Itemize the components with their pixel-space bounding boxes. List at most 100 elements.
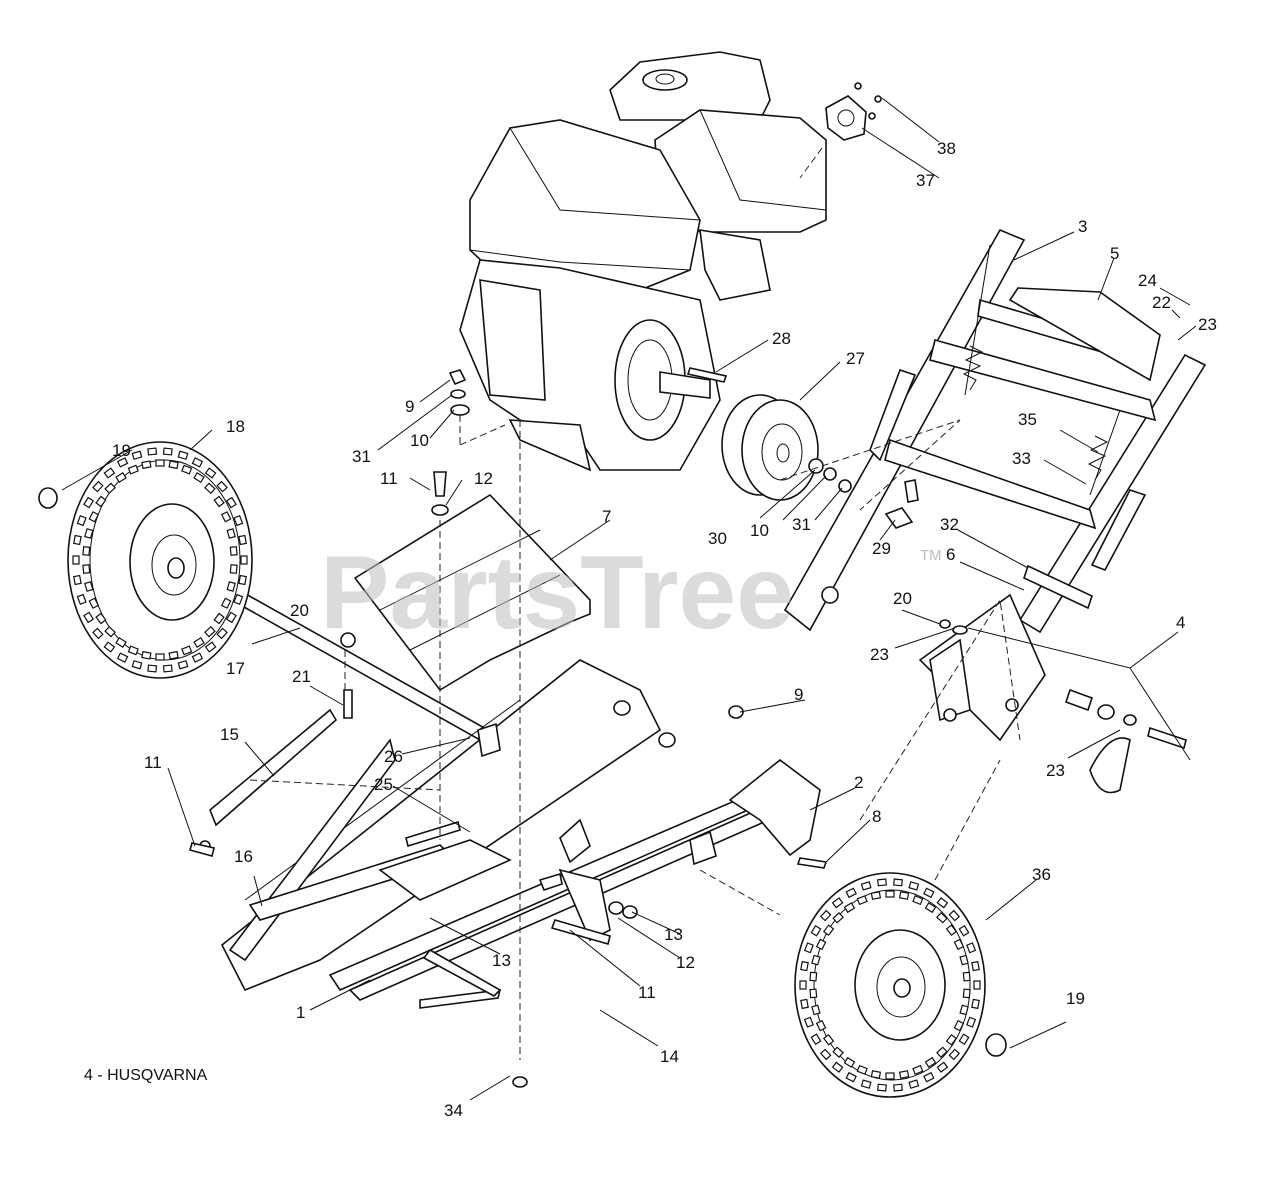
- callout-7[interactable]: 7: [602, 507, 611, 526]
- tension-spring[interactable]: [962, 345, 1109, 481]
- tire-tread-block: [843, 902, 856, 914]
- callout-25[interactable]: 25: [374, 775, 393, 794]
- callout-9-top[interactable]: 9: [405, 397, 414, 416]
- tire-tread-block: [88, 597, 100, 609]
- tire-tread-block: [809, 988, 818, 999]
- tire-tread-block: [147, 664, 158, 673]
- callout-13-left[interactable]: 13: [492, 951, 511, 970]
- callout-23-mid[interactable]: 23: [870, 645, 889, 664]
- tire-tread-block: [877, 1083, 887, 1092]
- callout-8[interactable]: 8: [872, 807, 881, 826]
- callout-5[interactable]: 5: [1110, 244, 1119, 263]
- callout-16[interactable]: 16: [234, 847, 253, 866]
- mounting-plate[interactable]: [353, 471, 591, 692]
- base-frame[interactable]: [220, 659, 781, 1009]
- handle-frame[interactable]: [783, 228, 1207, 634]
- callout-26[interactable]: 26: [384, 747, 403, 766]
- tire-tread-block: [225, 496, 237, 509]
- callout-33[interactable]: 33: [1012, 449, 1031, 468]
- tire-tread-block: [832, 1046, 844, 1058]
- tire-tread-block: [213, 612, 225, 625]
- callout-34[interactable]: 34: [444, 1101, 463, 1120]
- callout-6[interactable]: 6: [946, 545, 955, 564]
- wheel-hub-cap[interactable]: [38, 487, 58, 509]
- tire-tread-block: [898, 891, 910, 900]
- engine-mount-hardware[interactable]: [448, 369, 506, 446]
- pivot-pin[interactable]: [884, 479, 919, 529]
- tire-tread-block: [856, 1064, 868, 1075]
- callout-17[interactable]: 17: [226, 659, 245, 678]
- frame-hardware[interactable]: [189, 632, 744, 1088]
- callout-32[interactable]: 32: [940, 515, 959, 534]
- callout-28[interactable]: 28: [772, 329, 791, 348]
- tire-tread-block: [912, 895, 924, 906]
- callout-31-pulley[interactable]: 31: [792, 515, 811, 534]
- callout-4[interactable]: 4: [1176, 613, 1185, 632]
- tire-tread-block: [810, 1033, 822, 1046]
- callout-36[interactable]: 36: [1032, 865, 1051, 884]
- tire-tread-block: [966, 942, 977, 954]
- callout-15[interactable]: 15: [220, 725, 239, 744]
- left-wheel[interactable]: [67, 441, 253, 679]
- callout-10-pulley[interactable]: 10: [750, 521, 769, 540]
- pivot-bracket[interactable]: [918, 593, 1187, 794]
- callout-27[interactable]: 27: [846, 349, 865, 368]
- diagram-caption: 4 - HUSQVARNA: [84, 1067, 208, 1084]
- callout-11-top[interactable]: 11: [380, 469, 398, 488]
- tire-tread-block: [800, 998, 809, 1010]
- callout-38[interactable]: 38: [937, 139, 956, 158]
- callout-12-top[interactable]: 12: [474, 469, 493, 488]
- tire-tread-block: [893, 1083, 903, 1092]
- wheel-bracket[interactable]: [689, 758, 828, 869]
- tire-tread-block: [912, 1064, 924, 1075]
- callout-21[interactable]: 21: [292, 667, 311, 686]
- callout-11-low[interactable]: 11: [638, 983, 656, 1002]
- callout-14[interactable]: 14: [660, 1047, 679, 1066]
- callout-31-top[interactable]: 31: [352, 447, 371, 466]
- pulley-key[interactable]: [686, 367, 728, 383]
- tire-tread-block: [809, 971, 818, 982]
- callout-30[interactable]: 30: [708, 529, 727, 548]
- callout-23-top[interactable]: 23: [1198, 315, 1217, 334]
- tire-tread-block: [88, 511, 100, 523]
- callout-11-left[interactable]: 11: [144, 753, 162, 772]
- callout-18[interactable]: 18: [226, 417, 245, 436]
- callout-3[interactable]: 3: [1078, 217, 1087, 236]
- callout-37[interactable]: 37: [916, 171, 935, 190]
- callout-35[interactable]: 35: [1018, 410, 1037, 429]
- tire-tread-block: [832, 912, 844, 924]
- callout-13-right[interactable]: 13: [664, 925, 683, 944]
- callout-20-right[interactable]: 20: [893, 589, 912, 608]
- callout-1[interactable]: 1: [296, 1003, 305, 1022]
- callout-29[interactable]: 29: [872, 539, 891, 558]
- front-wheel[interactable]: [794, 872, 986, 1098]
- tire-tread-block: [225, 611, 237, 624]
- clutch-pulley[interactable]: [721, 394, 852, 501]
- tire-tread-block: [819, 909, 832, 922]
- tire-tread-block: [103, 641, 116, 653]
- callout-19-left[interactable]: 19: [112, 441, 131, 460]
- tire-tread-block: [971, 998, 980, 1010]
- bearing-plate[interactable]: [825, 82, 882, 141]
- front-wheel-hub-cap[interactable]: [985, 1033, 1007, 1057]
- callout-23-low[interactable]: 23: [1046, 761, 1065, 780]
- callout-10-top[interactable]: 10: [410, 431, 429, 450]
- callout-24[interactable]: 24: [1138, 271, 1157, 290]
- callout-19-right[interactable]: 19: [1066, 989, 1085, 1008]
- callout-20-left[interactable]: 20: [290, 601, 309, 620]
- tire-tread-block: [115, 472, 127, 483]
- tire-tread-block: [84, 528, 94, 539]
- callout-9-right[interactable]: 9: [794, 685, 803, 704]
- callout-labels: 38 37 3 5 24 22 23 35 33 28 27 9 10 31 1…: [112, 139, 1217, 1120]
- engine[interactable]: [459, 51, 827, 472]
- tire-tread-block: [73, 534, 82, 546]
- callout-2[interactable]: 2: [854, 773, 863, 792]
- callout-22[interactable]: 22: [1152, 293, 1171, 312]
- callout-12-low[interactable]: 12: [676, 953, 695, 972]
- pivot-shaft[interactable]: [1023, 564, 1093, 610]
- tire-tread-block: [116, 652, 129, 663]
- tire-tread-block: [908, 881, 920, 891]
- tire-tread-block: [229, 546, 238, 556]
- tire-tread-block: [92, 480, 104, 493]
- tire-tread-block: [945, 924, 958, 937]
